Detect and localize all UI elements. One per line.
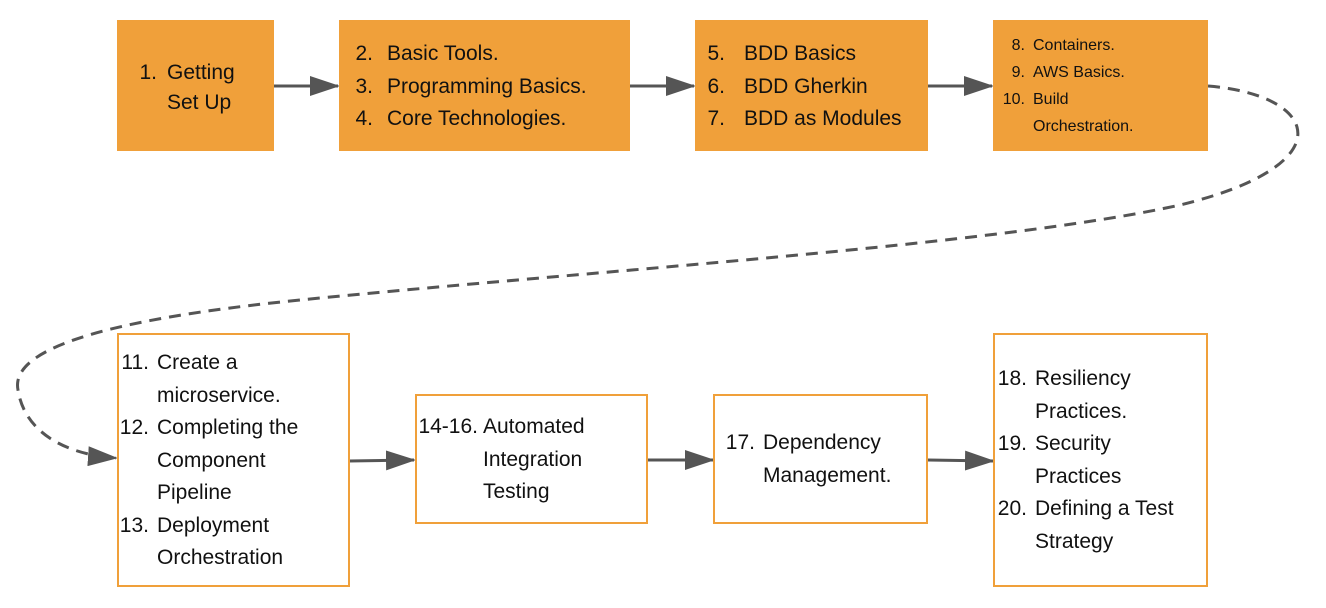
step-box-1: 1. Getting Set Up xyxy=(117,20,274,151)
step-box-14-16: 14-16. Automated Integration Testing xyxy=(415,394,648,524)
step-number: 9. xyxy=(1011,64,1025,81)
step-label: BDD Basics xyxy=(744,42,857,65)
step-item: 2. Basic Tools. xyxy=(347,38,587,71)
step-box-11-13: 11. Create a microservice. 12. Completing … xyxy=(117,333,350,587)
step-item: 12. Completing the Component Pipeline xyxy=(119,412,337,510)
step-item: 14-16. Automated Integration Testing xyxy=(418,411,633,509)
step-item: 13. Deployment Orchestration xyxy=(119,510,337,575)
step-number: 3. xyxy=(355,74,373,98)
step-label: Getting Set Up xyxy=(167,61,235,114)
step-number: 4. xyxy=(355,107,373,130)
step-box-18-20: 18. Resiliency Practices. 19. Security Pra… xyxy=(993,333,1208,587)
step-label: Build Orchestration. xyxy=(1033,91,1134,135)
step-item: 1. Getting Set Up xyxy=(127,58,257,118)
step-item: 11. Create a microservice. xyxy=(119,347,337,412)
step-item: 8. Containers. xyxy=(993,32,1173,59)
step-number: 20. xyxy=(997,497,1027,520)
step-label: Basic Tools. xyxy=(387,42,499,65)
step-number: 13. xyxy=(119,513,149,537)
step-item: 3. Programming Basics. xyxy=(347,71,587,104)
step-label: Security Practices xyxy=(1035,432,1122,488)
step-number: 10. xyxy=(1002,91,1025,108)
step-label: Containers. xyxy=(1033,37,1115,54)
step-label: Resiliency Practices. xyxy=(1035,367,1131,423)
step-item: 5. BDD Basics xyxy=(695,38,902,71)
step-item: 17. Dependency Management. xyxy=(723,427,923,492)
step-item: 9. AWS Basics. xyxy=(993,59,1173,86)
step-box-8-10: 8. Containers. 9. AWS Basics. 10. Build Orc… xyxy=(993,20,1208,151)
step-label: Defining a Test Strategy xyxy=(1035,497,1174,553)
step-label: Completing the Component Pipeline xyxy=(157,416,299,504)
step-item: 7. BDD as Modules xyxy=(695,103,902,136)
step-label: BDD as Modules xyxy=(744,107,902,130)
step-number: 12. xyxy=(119,416,149,439)
step-item: 10. Build Orchestration. xyxy=(993,86,1173,140)
dashed-connector xyxy=(16,84,1300,467)
step-number: 11. xyxy=(121,351,149,374)
step-label: Dependency Management. xyxy=(763,431,892,487)
step-item: 18. Resiliency Practices. xyxy=(995,363,1200,428)
step-label: Programming Basics. xyxy=(387,74,587,98)
step-label: Deployment Orchestration xyxy=(157,513,284,570)
step-box-17: 17. Dependency Management. xyxy=(713,394,928,524)
step-item: 20. Defining a Test Strategy xyxy=(995,493,1200,558)
step-number: 14-16. xyxy=(418,415,478,438)
step-box-5-7: 5. BDD Basics 6. BDD Gherkin 7. BDD as Modu… xyxy=(695,20,928,151)
arrow-17-18 xyxy=(927,450,995,471)
step-item: 19. Security Practices xyxy=(995,428,1200,493)
step-number: 8. xyxy=(1011,37,1025,54)
arrow-11-14 xyxy=(348,450,416,471)
step-label: Automated Integration Testing xyxy=(483,415,585,503)
step-number: 17. xyxy=(725,431,755,454)
step-number: 19. xyxy=(997,432,1027,455)
step-item: 6. BDD Gherkin xyxy=(695,71,902,104)
step-number: 2. xyxy=(355,42,373,65)
step-number: 7. xyxy=(707,107,725,130)
step-label: Core Technologies. xyxy=(387,107,567,130)
step-number: 1. xyxy=(139,61,157,84)
step-box-2-4: 2. Basic Tools. 3. Programming Basics. 4. C… xyxy=(339,20,630,151)
step-item: 4. Core Technologies. xyxy=(347,103,587,136)
step-label: AWS Basics. xyxy=(1033,64,1125,81)
step-label: Create a microservice. xyxy=(157,351,281,407)
step-number: 5. xyxy=(707,42,725,65)
step-number: 6. xyxy=(707,74,725,98)
step-number: 18. xyxy=(997,367,1027,390)
step-label: BDD Gherkin xyxy=(744,74,868,98)
